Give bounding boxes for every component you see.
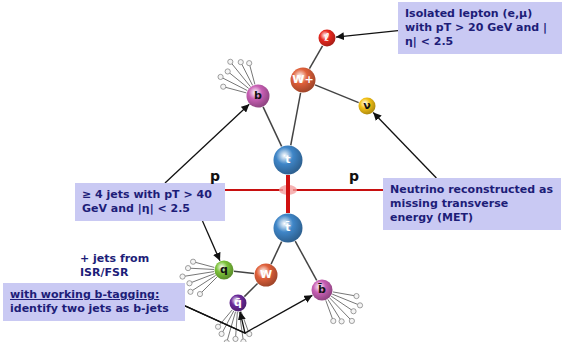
box-text: Neutrino reconstructed as missing transv… (390, 183, 554, 225)
criteria-box: Isolated lepton (e,μ) with pT > 20 GeV a… (398, 2, 562, 54)
particle-circle (230, 295, 247, 312)
jet-particle (241, 339, 246, 342)
jet-particle (190, 259, 195, 264)
particle-label: W+ (292, 74, 313, 86)
jet-particle (215, 324, 220, 329)
top-particle: t (273, 145, 303, 175)
particle-label: ℓ (324, 32, 329, 44)
particle-circle (312, 280, 333, 301)
beam-label: p (349, 168, 359, 185)
jet-track (330, 298, 352, 321)
jet-track (235, 312, 237, 339)
box-text: ≥ 4 jets with pT > 40 GeV and |η| < 2.5 (82, 188, 218, 216)
particle-label: t (285, 154, 290, 166)
decay-line (291, 93, 301, 145)
particle-circle (215, 261, 234, 280)
particle-label: b̄ (318, 284, 326, 296)
jet-particle (339, 319, 344, 324)
particle-circle (247, 85, 270, 108)
jet-particle (354, 293, 359, 298)
wboson-particle: W+ (290, 67, 316, 93)
particle-label: W (260, 269, 272, 281)
decay-line (295, 241, 316, 280)
particle-label: q̄ (234, 297, 242, 309)
bquark-particle: b (246, 84, 270, 108)
jet-particle (219, 331, 224, 336)
wboson-particle: W (254, 263, 278, 287)
jet-track (193, 262, 214, 268)
callout-arrow (203, 221, 220, 261)
decay-line (234, 271, 254, 273)
top-particle: t̄ (273, 213, 303, 243)
particle-circle (274, 146, 303, 175)
callout-arrow (185, 295, 312, 333)
jet-particle (185, 266, 190, 271)
decay-line (315, 85, 359, 103)
particle-circle (291, 68, 316, 93)
particle-circle (255, 264, 278, 287)
neutrino-particle: ν (358, 97, 376, 115)
jet-particle (357, 303, 362, 308)
particle-label: b (254, 90, 262, 102)
jet-particle (224, 340, 229, 342)
quark-particle: q (214, 260, 234, 280)
decay-line (263, 107, 282, 147)
criteria-box: ≥ 4 jets with pT > 40 GeV and |η| < 2.5 (75, 183, 225, 221)
particle-circle (319, 30, 336, 47)
jet-track (326, 300, 334, 321)
jet-particle (238, 60, 243, 65)
particle-circle (274, 214, 303, 243)
jet-particle (331, 318, 336, 323)
jet-track (183, 272, 215, 277)
callout-arrow (336, 31, 398, 37)
callout-arrow (165, 104, 249, 183)
jet-particle (349, 318, 354, 323)
jet-track (223, 87, 246, 93)
jet-particle (221, 84, 226, 89)
particle-label: t̄ (285, 222, 290, 234)
decay-line (271, 242, 282, 265)
jet-particle (180, 274, 185, 279)
jet-track (331, 296, 353, 311)
jet-particle (247, 61, 252, 66)
lepton-particle: ℓ (318, 29, 336, 47)
jet-particle (187, 281, 192, 286)
jet-particle (197, 291, 202, 296)
jet-particle (225, 69, 230, 74)
decay-line (244, 283, 257, 296)
jet-track (222, 311, 234, 334)
jet-particle (188, 289, 193, 294)
decay-line (309, 46, 322, 69)
criteria-box: with working b-tagging:identify two jets… (3, 283, 185, 321)
jet-track (188, 268, 214, 269)
callout-arrow (373, 112, 436, 178)
bquark-particle: b̄ (311, 279, 333, 301)
quark-particle: q̄ (229, 294, 247, 312)
box-heading: with working b-tagging: (10, 288, 178, 302)
note-text: + jets from ISR/FSR (80, 252, 185, 280)
particle-label: ν (363, 100, 371, 112)
jet-particle (351, 309, 356, 314)
particle-label: q (220, 264, 228, 276)
criteria-box: Neutrino reconstructed as missing transv… (383, 178, 561, 230)
decay-line (286, 175, 290, 213)
beam-label: p (210, 168, 220, 185)
jet-particle (218, 74, 223, 79)
jet-particle (233, 336, 238, 341)
jet-track (249, 63, 255, 84)
box-text: identify two jets as b-jets (10, 302, 178, 316)
particle-circle (359, 98, 376, 115)
jet-particle (228, 59, 233, 64)
box-text: Isolated lepton (e,μ) with pT > 20 GeV a… (405, 7, 555, 49)
